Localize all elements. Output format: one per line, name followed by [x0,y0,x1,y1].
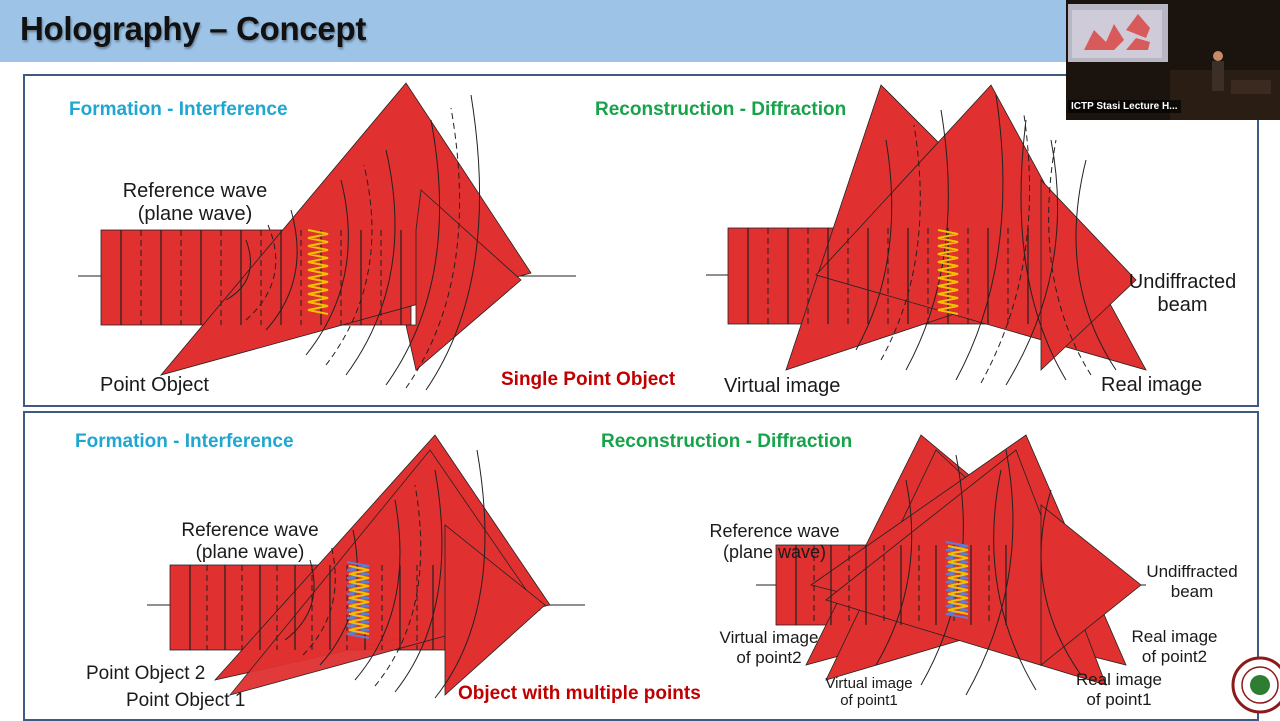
top-undiffracted-line1: Undiffracted [1128,271,1237,293]
virtual-image-point1-line1: Virtual image [825,675,913,692]
university-seal-logo [1230,655,1280,715]
virtual-image-point1-label: Virtual image of point1 [815,675,923,710]
virtual-image-point2-line2: of point2 [736,647,802,667]
top-right-title: Reconstruction - Diffraction [595,99,847,120]
top-center-caption: Single Point Object [501,369,676,390]
real-image-point2-line2: of point2 [1141,646,1208,666]
top-undiffracted-line2: beam [1157,294,1208,316]
real-image-point1-line2: of point1 [1086,689,1152,709]
virtual-image-point1-line2: of point1 [840,692,898,710]
webcam-caption: ICTP Stasi Lecture H... [1068,100,1181,113]
real-image-point1-line1: Real image [1076,670,1162,689]
top-reference-wave-label: Reference wave (plane wave) [100,180,290,226]
bottom-reference-wave-line1: Reference wave [181,520,319,541]
real-image-point2-label: Real image of point2 [1122,627,1227,666]
top-reference-wave-line2: (plane wave) [137,203,253,225]
bottom-right-title: Reconstruction - Diffraction [601,431,853,452]
bottom-left-title: Formation - Interference [75,431,294,452]
top-reference-wave-line1: Reference wave [122,180,268,202]
virtual-image-point2-line1: Virtual image [719,628,819,647]
top-right-diagram [706,80,1242,398]
top-point-object-label: Point Object [100,374,209,396]
bottom-right-reference-line1: Reference wave [709,521,840,541]
top-left-diagram [76,80,578,398]
top-left-title: Formation - Interference [69,99,288,120]
top-virtual-image-label: Virtual image [724,375,841,397]
point-object-2-label: Point Object 2 [86,663,206,684]
bottom-right-diagram [706,430,1244,712]
webcam-video-feed[interactable] [1066,0,1280,120]
bottom-right-reference-line2: (plane wave) [722,541,827,562]
bottom-left-diagram [85,430,585,712]
bottom-undiffracted-line2: beam [1170,581,1214,601]
bottom-undiffracted-line1: Undiffracted [1146,562,1238,581]
real-image-point2-line1: Real image [1131,627,1218,646]
real-image-point1-label: Real image of point1 [1066,670,1172,709]
bottom-center-caption: Object with multiple points [458,683,701,704]
top-real-image-label: Real image [1101,374,1203,396]
bottom-undiffracted-label: Undiffracted beam [1136,562,1248,601]
bottom-reference-wave-line2: (plane wave) [195,541,305,563]
bottom-reference-wave-label: Reference wave (plane wave) [165,520,335,564]
bottom-right-reference-label: Reference wave (plane wave) [702,521,847,562]
virtual-image-point2-label: Virtual image of point2 [710,628,828,667]
slide-title: Holography – Concept [20,10,367,47]
point-object-1-label: Point Object 1 [126,690,246,711]
top-undiffracted-label: Undiffracted beam [1120,271,1245,317]
